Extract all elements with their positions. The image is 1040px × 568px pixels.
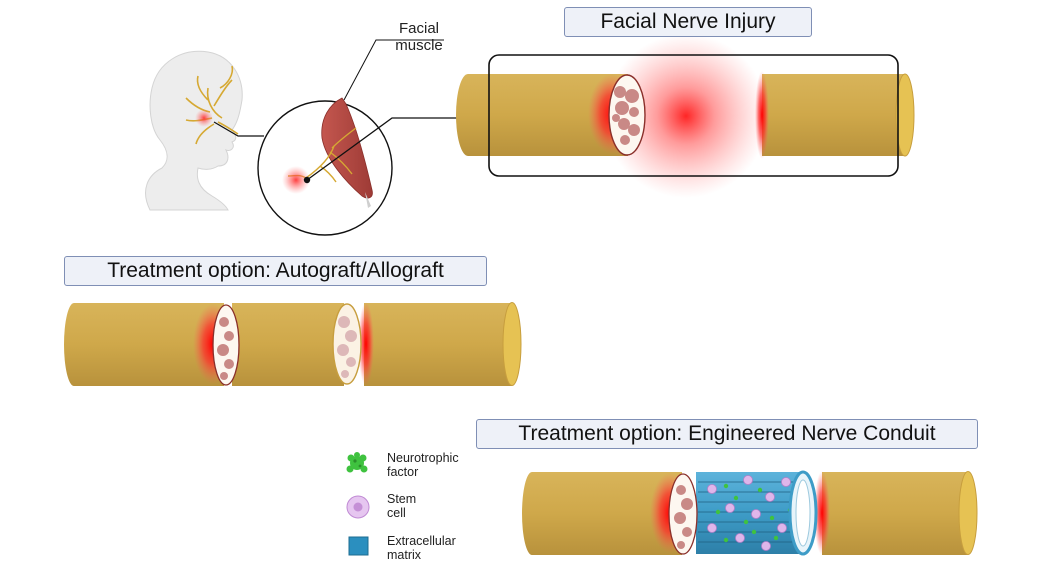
proximal-nerve-stump [456,74,628,156]
conduit-distal-stump [822,472,968,555]
facial-muscle-shape [321,97,373,199]
neurotrophic-factor-icon [346,452,368,473]
head-illustration [145,50,243,211]
facial-muscle-label: Facial muscle [393,20,445,54]
legend-neurotrophic-label: Neurotrophic factor [387,451,459,479]
legend-stem-cell-line1: Stem [387,492,417,506]
distal-injury-glow [755,71,769,159]
distal-nerve-end [895,73,915,157]
graft-segment [232,303,344,386]
callout-line-head [213,121,264,137]
conduit-proximal-stump [522,472,682,555]
injury-cross-section [608,74,646,156]
autograft-cross-section-1 [212,304,240,386]
injury-frame [488,54,899,177]
facial-muscle-label-line1: Facial [398,20,439,37]
conduit-lumen [795,479,811,547]
muscle-tendon [365,192,371,208]
extracellular-matrix-icon [348,536,369,556]
magnified-view [257,97,393,236]
magnified-injury-glow [282,166,310,194]
autograft-distal-glow [358,302,374,386]
injury-gap-glow [604,34,768,198]
autograft-title: Treatment option: Autograft/Allograft [64,256,487,286]
legend-ecm-line2: matrix [387,548,422,562]
conduit-title: Treatment option: Engineered Nerve Condu… [476,419,978,449]
facial-muscle-label-line2: muscle [395,37,443,54]
autograft-distal-end [502,302,522,386]
injury-title: Facial Nerve Injury [564,7,812,37]
autograft-nerve [64,302,522,386]
legend-stem-cell-label: Stem cell [387,492,416,520]
injury-site-marker [195,109,213,127]
conduit-cross-section [668,473,698,555]
legend-ecm-label: Extracellular matrix [387,534,456,562]
autograft-distal-stump [364,303,512,386]
conduit-stem-cells [707,475,791,551]
conduit-distal-end [958,471,978,555]
legend-ecm-line1: Extracellular [387,534,456,548]
injured-nerve [456,34,915,198]
autograft-proximal-stump [64,303,224,386]
conduit-nerve [522,470,978,556]
nerve-conduit-tube [696,472,800,554]
legend-stem-cell-line2: cell [387,506,406,520]
facial-muscle-leader [343,39,444,101]
distal-nerve-stump [762,74,905,156]
conduit-distal-glow [814,471,830,555]
stem-cell-icon [346,495,370,519]
legend-neurotrophic-line1: Neurotrophic [387,451,459,465]
legend-neurotrophic-line2: factor [387,465,419,479]
autograft-cross-section-2 [332,303,362,385]
